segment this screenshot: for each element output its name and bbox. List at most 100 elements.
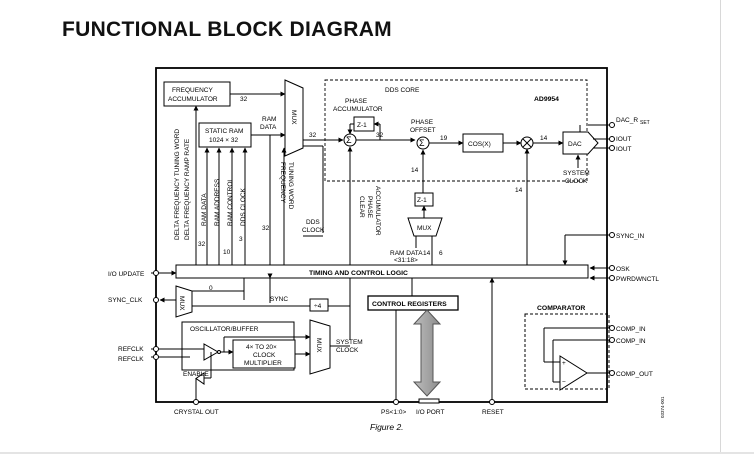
bus-width: 10 — [223, 249, 231, 256]
osc-buffer-label: OSCILLATOR/BUFFER — [190, 326, 259, 333]
pin-ps: PS<1:0> — [381, 409, 407, 416]
pin-iout-b: IOUT — [616, 146, 632, 153]
clock-mux — [309, 319, 331, 375]
pin-refclk-b: REFCLK — [118, 356, 144, 363]
pin-io-update: I/O UPDATE — [108, 271, 145, 278]
pin-sync-in: SYNC_IN — [616, 233, 644, 240]
clk-mult-3: MULTIPLIER — [244, 360, 282, 367]
pin-comp-in: COMP_IN — [616, 326, 646, 333]
static-ram-label1: STATIC RAM — [205, 128, 243, 135]
div4-label: ÷4 — [314, 303, 322, 310]
label-dds-clock: DDS CLOCK — [240, 187, 247, 226]
timing-label: TIMING AND CONTROL LOGIC — [309, 270, 408, 277]
mux-label: MUX — [290, 110, 297, 125]
control-registers — [367, 295, 459, 311]
control-registers-label: CONTROL REGISTERS — [372, 301, 447, 308]
clk-mult-2: CLOCK — [253, 352, 276, 359]
bus-width: 3 — [239, 236, 243, 243]
pin-dac-rset: DAC_R — [616, 117, 638, 124]
label-ram-data: RAM DATA — [201, 193, 208, 226]
io-port-connector — [418, 398, 440, 404]
comparator-plus: + — [562, 360, 566, 367]
comparator-label: COMPARATOR — [537, 305, 585, 312]
phase-acc-label2: ACCUMULATOR — [333, 106, 383, 113]
clock-multiplier — [232, 339, 296, 369]
offset-z-delay-label: Z-1 — [417, 197, 427, 204]
dds-clock-1: DDS — [306, 219, 320, 226]
io-port-bus-arrow — [412, 309, 442, 397]
ftw-label1: FREQUENCY — [279, 162, 286, 203]
bus-width: 32 — [240, 96, 248, 103]
dac-label: DAC — [568, 141, 582, 148]
ftw-label2: TUNING WORD — [287, 162, 294, 210]
phase-offset-sigma: Σ — [419, 138, 425, 148]
comparator-opamp — [559, 355, 588, 391]
static-ram — [198, 122, 252, 148]
offset-mux — [407, 217, 443, 237]
freq-acc-label1: FREQUENCY — [172, 87, 213, 94]
ram-data-bits-1: RAM DATA — [390, 250, 423, 257]
bus-width: 6 — [439, 250, 443, 257]
bus-width: 14 — [423, 250, 431, 257]
cos-label: COS(X) — [468, 141, 491, 148]
label-dftw: DELTA FREQUENCY TUNING WORD — [174, 129, 181, 240]
bus-width: 19 — [440, 135, 448, 142]
phase-offset-label1: PHASE — [411, 119, 434, 126]
ram-data-label: RAM — [262, 116, 276, 123]
label-ram-control: RAM CONTROL — [227, 178, 234, 226]
figure-id: 03374-001 — [660, 396, 665, 418]
pin-crystal-out: CRYSTAL OUT — [174, 409, 219, 416]
pin-comp-in-b: COMP_IN — [616, 338, 646, 345]
page-title: FUNCTIONAL BLOCK DIAGRAM — [62, 18, 392, 41]
pin-iout: IOUT — [616, 136, 632, 143]
pin-pwrdwnctl: PWRDWNCTL — [616, 276, 659, 283]
bottom-divider — [0, 452, 754, 454]
chip-name: AD9954 — [534, 96, 559, 103]
phase-offset-label2: OFFSET — [410, 127, 436, 134]
clock-mux-label: MUX — [315, 338, 322, 353]
bus-width: 14 — [411, 167, 419, 174]
pin-comp-out: COMP_OUT — [616, 371, 653, 378]
static-ram-label2: 1024 × 32 — [209, 137, 238, 144]
dac-sysclk-1: SYSTEM — [563, 170, 590, 177]
comparator-minus: − — [562, 379, 566, 386]
figure-caption: Figure 2. — [370, 422, 404, 432]
label-dfrr: DELTA FREQUENCY RAMP RATE — [184, 138, 191, 240]
phase-acc-label1: PHASE — [345, 98, 368, 105]
offset-mux-label: MUX — [417, 225, 432, 232]
clear-phase-label3: ACCUMULATOR — [374, 186, 381, 236]
comparator-box — [524, 313, 610, 390]
page-edge-rule — [720, 0, 721, 454]
sync-clk-mux-label: MUX — [178, 296, 185, 311]
sysclk-low-1: SYSTEM — [336, 339, 363, 346]
clk-mult-1: 4× TO 20× — [246, 344, 277, 351]
phase-adder-sigma: Σ — [346, 135, 352, 145]
pin-io-port: I/O PORT — [416, 409, 444, 416]
dds-core-box — [324, 79, 588, 182]
dac-sysclk-2: CLOCK — [565, 178, 588, 185]
sync-clk-mux — [175, 285, 193, 318]
bus-width: 32 — [198, 241, 206, 248]
divide-by-4 — [309, 298, 329, 312]
enable-label: ENABLE — [183, 371, 209, 378]
frequency-accumulator — [163, 81, 231, 107]
bus-width: 32 — [309, 132, 317, 139]
pin-reset: RESET — [482, 409, 504, 416]
bus-width: 0 — [209, 285, 213, 292]
bus-width: 32 — [262, 225, 270, 232]
dds-core-label: DDS CORE — [385, 87, 420, 94]
pin-refclk: REFCLK — [118, 346, 144, 353]
pin-dac-rset-sub: SET — [640, 120, 650, 126]
sync-label: SYNC — [270, 296, 288, 303]
ram-data-bits-2: <31:18> — [394, 257, 418, 264]
pin-sync-clk: SYNC_CLK — [108, 297, 143, 304]
z-delay-label: Z-1 — [357, 122, 367, 129]
ram-mux — [284, 79, 304, 157]
label-ram-address: RAM ADDRESS — [214, 178, 221, 226]
freq-acc-label2: ACCUMULATOR — [168, 96, 218, 103]
ram-data-label2: DATA — [260, 124, 277, 131]
pin-osk: OSK — [616, 266, 630, 273]
bus-width: 14 — [515, 187, 523, 194]
clear-phase-label1: CLEAR — [358, 196, 365, 218]
